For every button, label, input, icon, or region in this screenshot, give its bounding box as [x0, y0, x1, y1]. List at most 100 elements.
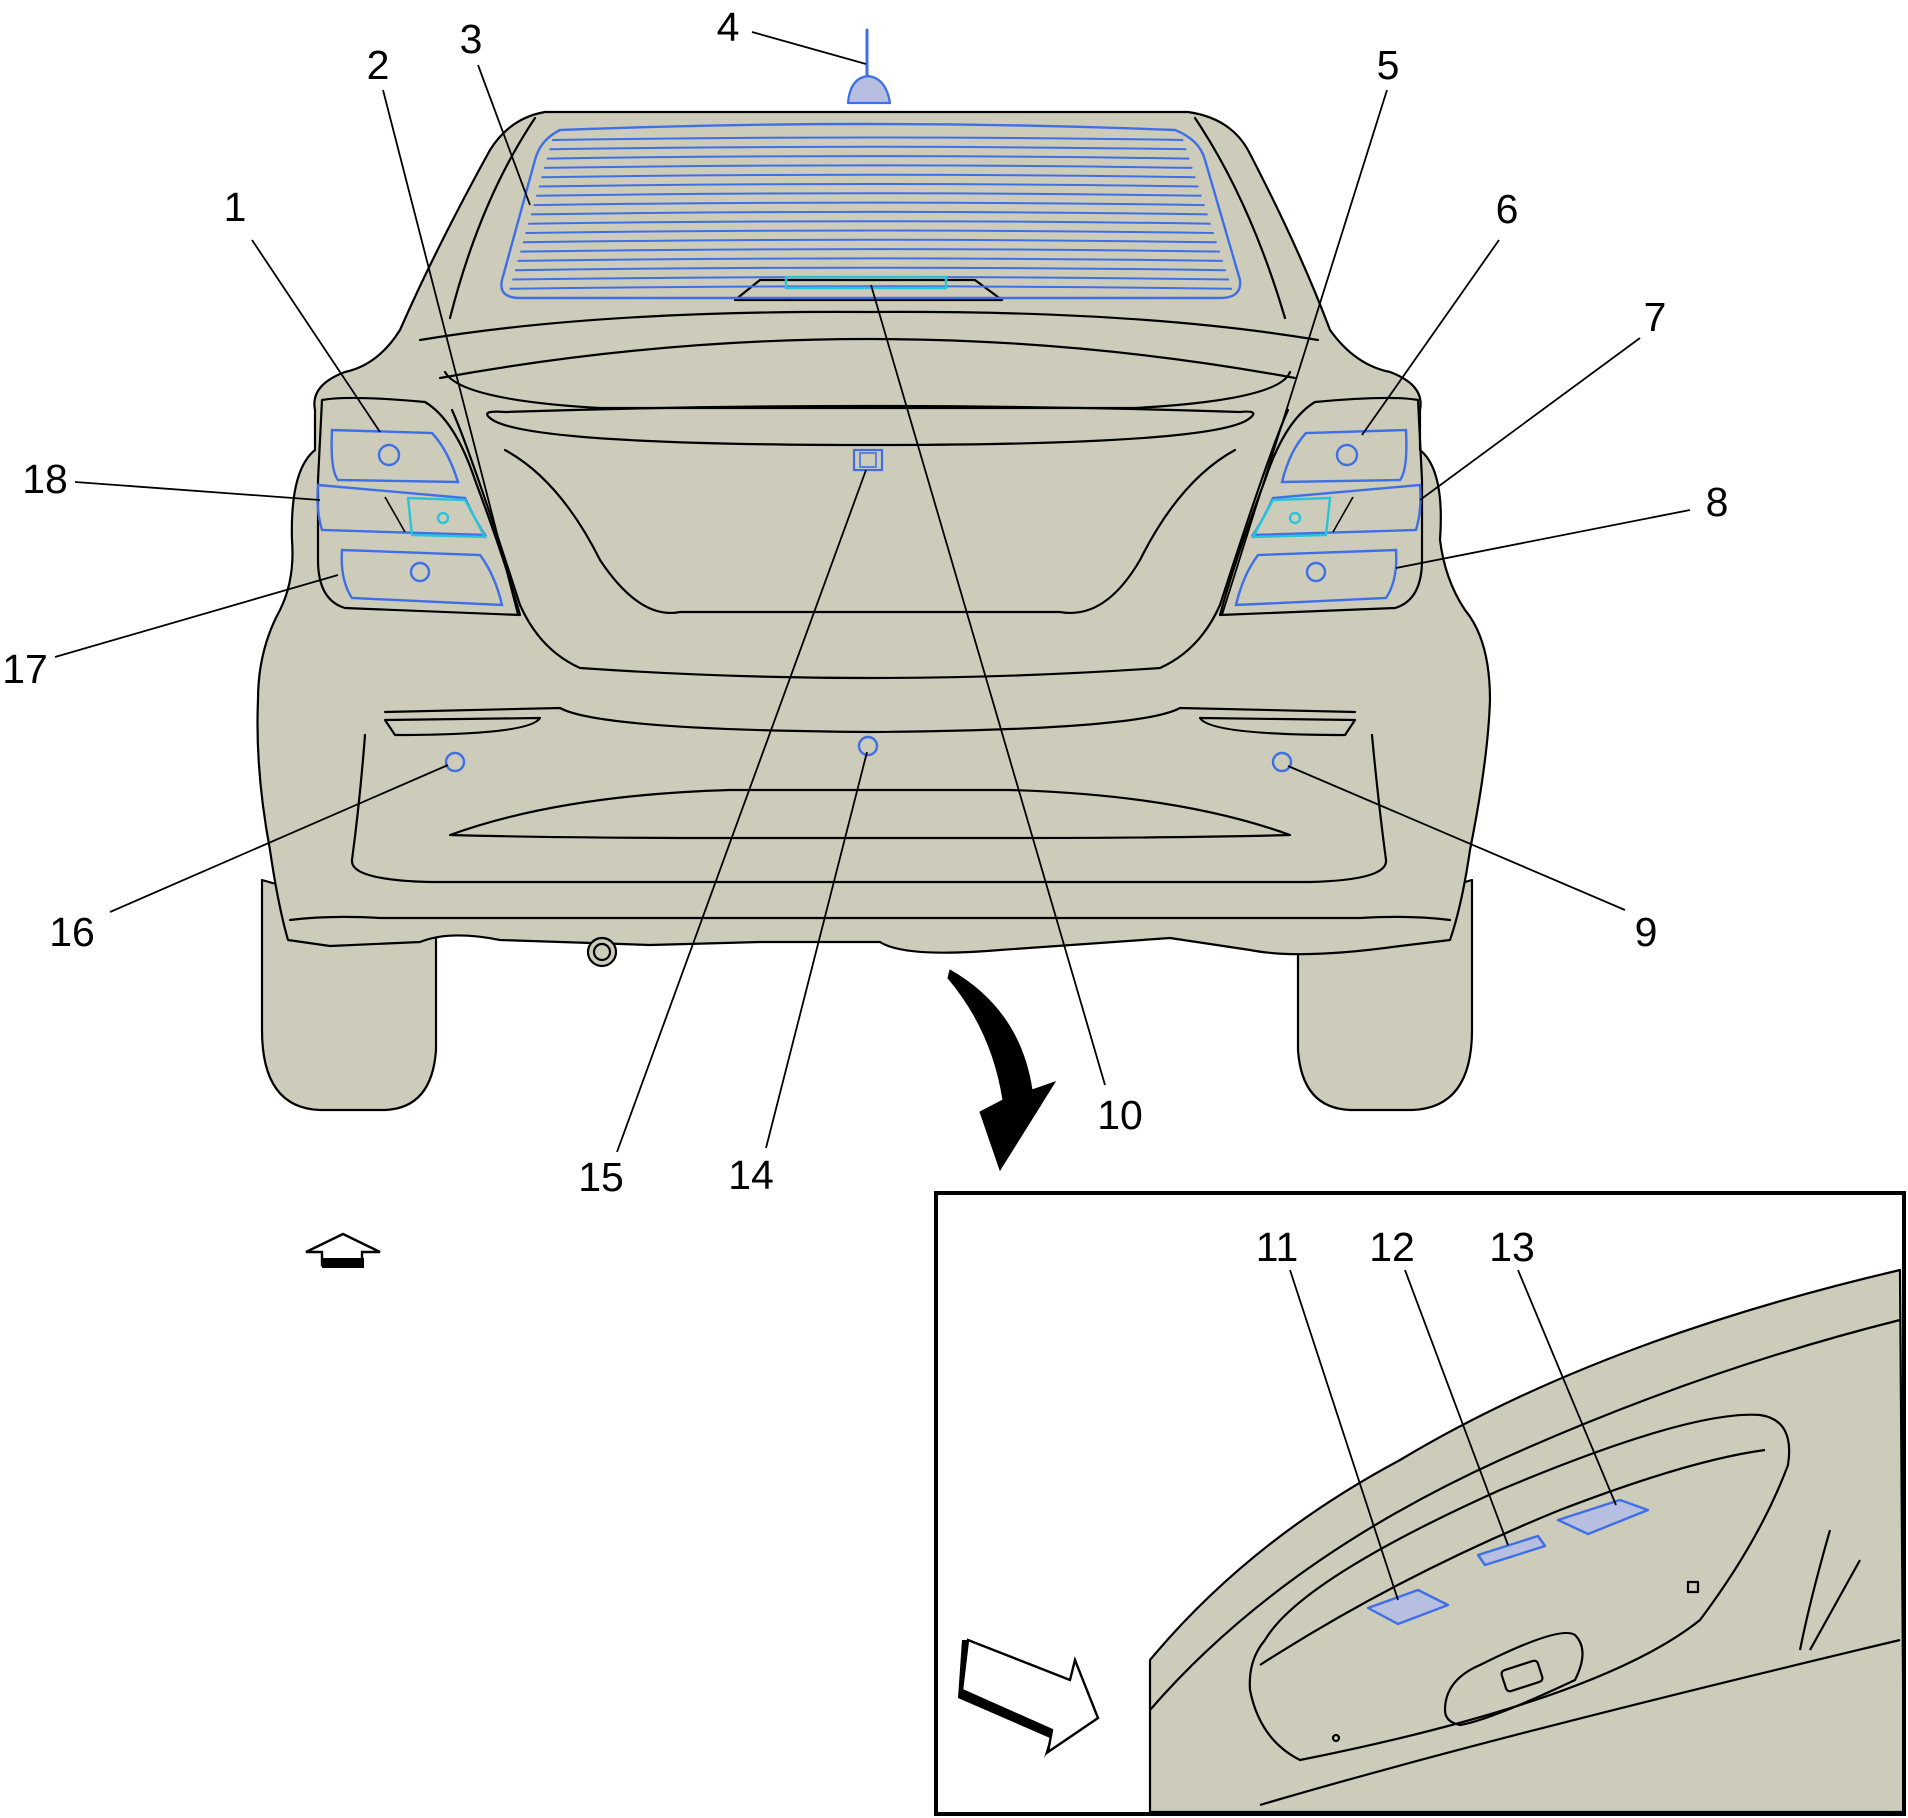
left-upper-lens	[330, 428, 460, 484]
bumper-main	[350, 733, 1388, 884]
leader-8	[1395, 509, 1691, 569]
callout-4: 4	[717, 4, 740, 50]
trunk-lid-crease	[486, 404, 1255, 447]
callout-16: 16	[49, 909, 95, 955]
callout-11: 11	[1256, 1224, 1299, 1270]
lower-valance	[288, 915, 1452, 922]
left-reverse-bulb	[436, 511, 450, 525]
defogger-line	[517, 257, 1223, 262]
callout-13: 13	[1489, 1224, 1535, 1270]
left-tail-lamp-housing	[316, 396, 522, 617]
callout-18: 18	[22, 456, 68, 502]
inset-lamp-right	[1556, 1498, 1650, 1536]
defogger-line	[528, 220, 1211, 225]
inset-grip	[1443, 1631, 1584, 1727]
leader-14	[765, 751, 868, 1149]
callout-labels: 1 2 3 4 5 6 7 8 9 10 11 12 13 14 15 16 1…	[2, 4, 1728, 1270]
inset-lid-outline	[1149, 1318, 1901, 1711]
inset-keypad	[1500, 1659, 1544, 1693]
trunk-top	[418, 310, 1320, 342]
roof-line	[448, 116, 1287, 320]
bumper-upper	[383, 706, 1357, 734]
antenna-base	[846, 74, 892, 105]
chmsl-lens	[784, 275, 948, 290]
exhaust-tip	[586, 936, 618, 968]
inset-small-mark	[1686, 1580, 1700, 1594]
right-tail-lamps	[1234, 428, 1422, 607]
leader-6	[1361, 239, 1500, 436]
right-lower-lens	[1234, 548, 1398, 607]
defogger-line	[509, 285, 1233, 290]
rear-camera	[852, 448, 884, 472]
defogger-line	[544, 164, 1193, 169]
callout-17: 17	[2, 646, 48, 692]
inset-lid-lower	[1259, 1638, 1901, 1807]
right-lens-divider	[1332, 496, 1354, 533]
leader-17	[54, 574, 339, 658]
callout-1: 1	[224, 184, 247, 230]
left-lens-divider	[384, 496, 406, 533]
callout-8: 8	[1706, 479, 1729, 525]
callout-2: 2	[367, 42, 390, 88]
bumper-inset	[448, 788, 1292, 840]
diagonal-arrow-shadow	[958, 1640, 1052, 1758]
defogger-line	[538, 183, 1199, 188]
callout-7: 7	[1644, 294, 1667, 340]
inset-handle-strip	[1259, 1448, 1766, 1666]
defogger-line	[525, 229, 1214, 234]
defogger-line	[533, 201, 1205, 207]
park-sensor-center	[857, 735, 879, 757]
right-upper-bulb	[1335, 443, 1359, 467]
inset-lamp-left	[1366, 1588, 1450, 1626]
trunk-bottom	[518, 603, 1222, 680]
leader-7	[1419, 337, 1641, 501]
defogger-line	[552, 136, 1184, 141]
leader-2	[382, 89, 519, 616]
defogger-line	[514, 266, 1226, 272]
defogger-line	[546, 155, 1190, 160]
callout-3: 3	[460, 16, 483, 62]
defogger-line	[541, 173, 1196, 179]
defogger-line	[530, 210, 1208, 216]
reflector-right	[1198, 716, 1357, 737]
left-upper-bulb	[377, 443, 401, 467]
callout-14: 14	[728, 1152, 774, 1198]
park-sensor-left	[444, 751, 466, 773]
deck-lid-top	[438, 337, 1297, 380]
trunk-panel	[503, 448, 1237, 614]
leader-13	[1517, 1269, 1617, 1506]
inset-switch	[1476, 1534, 1547, 1567]
leader-11	[1289, 1269, 1399, 1601]
curved-arrow-icon	[947, 969, 1057, 1172]
defogger-line	[549, 145, 1187, 151]
callout-15: 15	[578, 1154, 624, 1200]
right-reverse-lens	[1250, 496, 1332, 539]
leader-1	[251, 239, 381, 433]
exhaust-inner	[592, 942, 612, 962]
callout-10: 10	[1097, 1092, 1143, 1138]
leader-16	[109, 764, 449, 913]
left-lower-bulb	[409, 561, 431, 583]
leader-10	[870, 284, 1106, 1086]
defogger-line	[520, 248, 1220, 253]
diagonal-arrow-icon	[960, 1638, 1100, 1755]
inset-edge-line	[1798, 1529, 1861, 1651]
left-reverse-lens	[406, 496, 488, 539]
trunk-edge-left	[450, 408, 522, 607]
callout-5: 5	[1377, 42, 1400, 88]
leader-9	[1287, 765, 1626, 911]
leader-4	[751, 31, 867, 65]
inset-small-hole	[1331, 1733, 1341, 1743]
left-lower-lens	[340, 548, 504, 607]
right-upper-lens	[1280, 428, 1408, 484]
rear-camera-lens	[859, 452, 877, 468]
leader-5	[1221, 89, 1388, 616]
park-sensor-right	[1271, 751, 1293, 773]
vehicle-rear-view	[256, 28, 1492, 1112]
left-tail-lamps	[316, 428, 504, 607]
inset-leader-lines	[1289, 1269, 1617, 1601]
reflector-left	[383, 716, 542, 737]
inset-handle-recess	[1248, 1413, 1791, 1762]
leader-12	[1404, 1269, 1509, 1546]
